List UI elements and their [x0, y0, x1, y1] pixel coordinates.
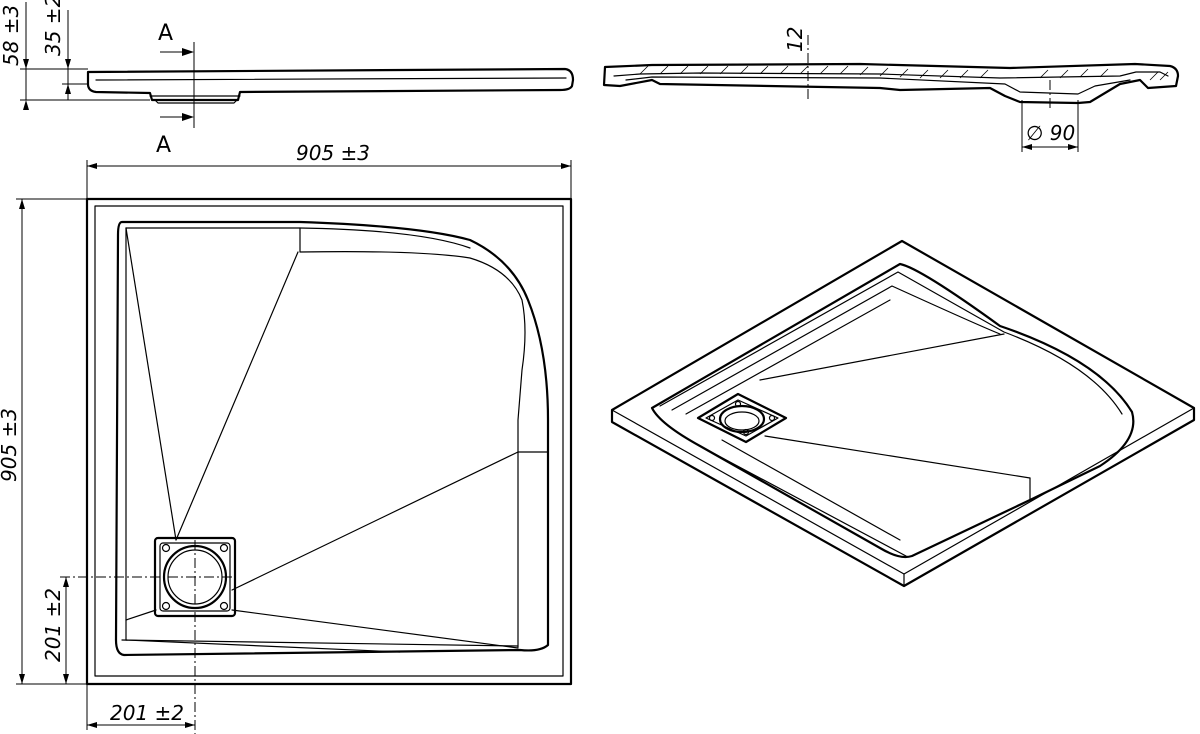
plan-dimensions: 905 ±3 905 ±3 201 ±2 201 ±2 — [0, 141, 572, 730]
depth-label: 905 ±3 — [0, 408, 21, 482]
height-step-label: 35 ±2 — [41, 0, 65, 56]
drain-diameter-label: ∅ 90 — [1026, 121, 1075, 145]
drain-offset-y-label: 201 ±2 — [41, 588, 65, 662]
section-mark-bottom: A — [156, 133, 171, 158]
height-total-label: 58 ±3 — [0, 5, 23, 66]
height-dimensions: 58 ±3 35 ±2 — [0, 0, 150, 110]
cross-section-view: 12 — [602, 27, 1180, 108]
section-line-a: A A — [156, 21, 195, 158]
wall-thickness-label: 12 — [783, 27, 807, 52]
plan-view — [60, 197, 573, 734]
width-label: 905 ±3 — [296, 141, 370, 165]
drain-offset-x-label: 201 ±2 — [110, 701, 184, 725]
side-view — [86, 67, 575, 104]
isometric-view — [610, 239, 1196, 588]
drain-diameter-dimension: ∅ 90 — [1021, 100, 1079, 152]
section-mark-top: A — [158, 21, 173, 46]
